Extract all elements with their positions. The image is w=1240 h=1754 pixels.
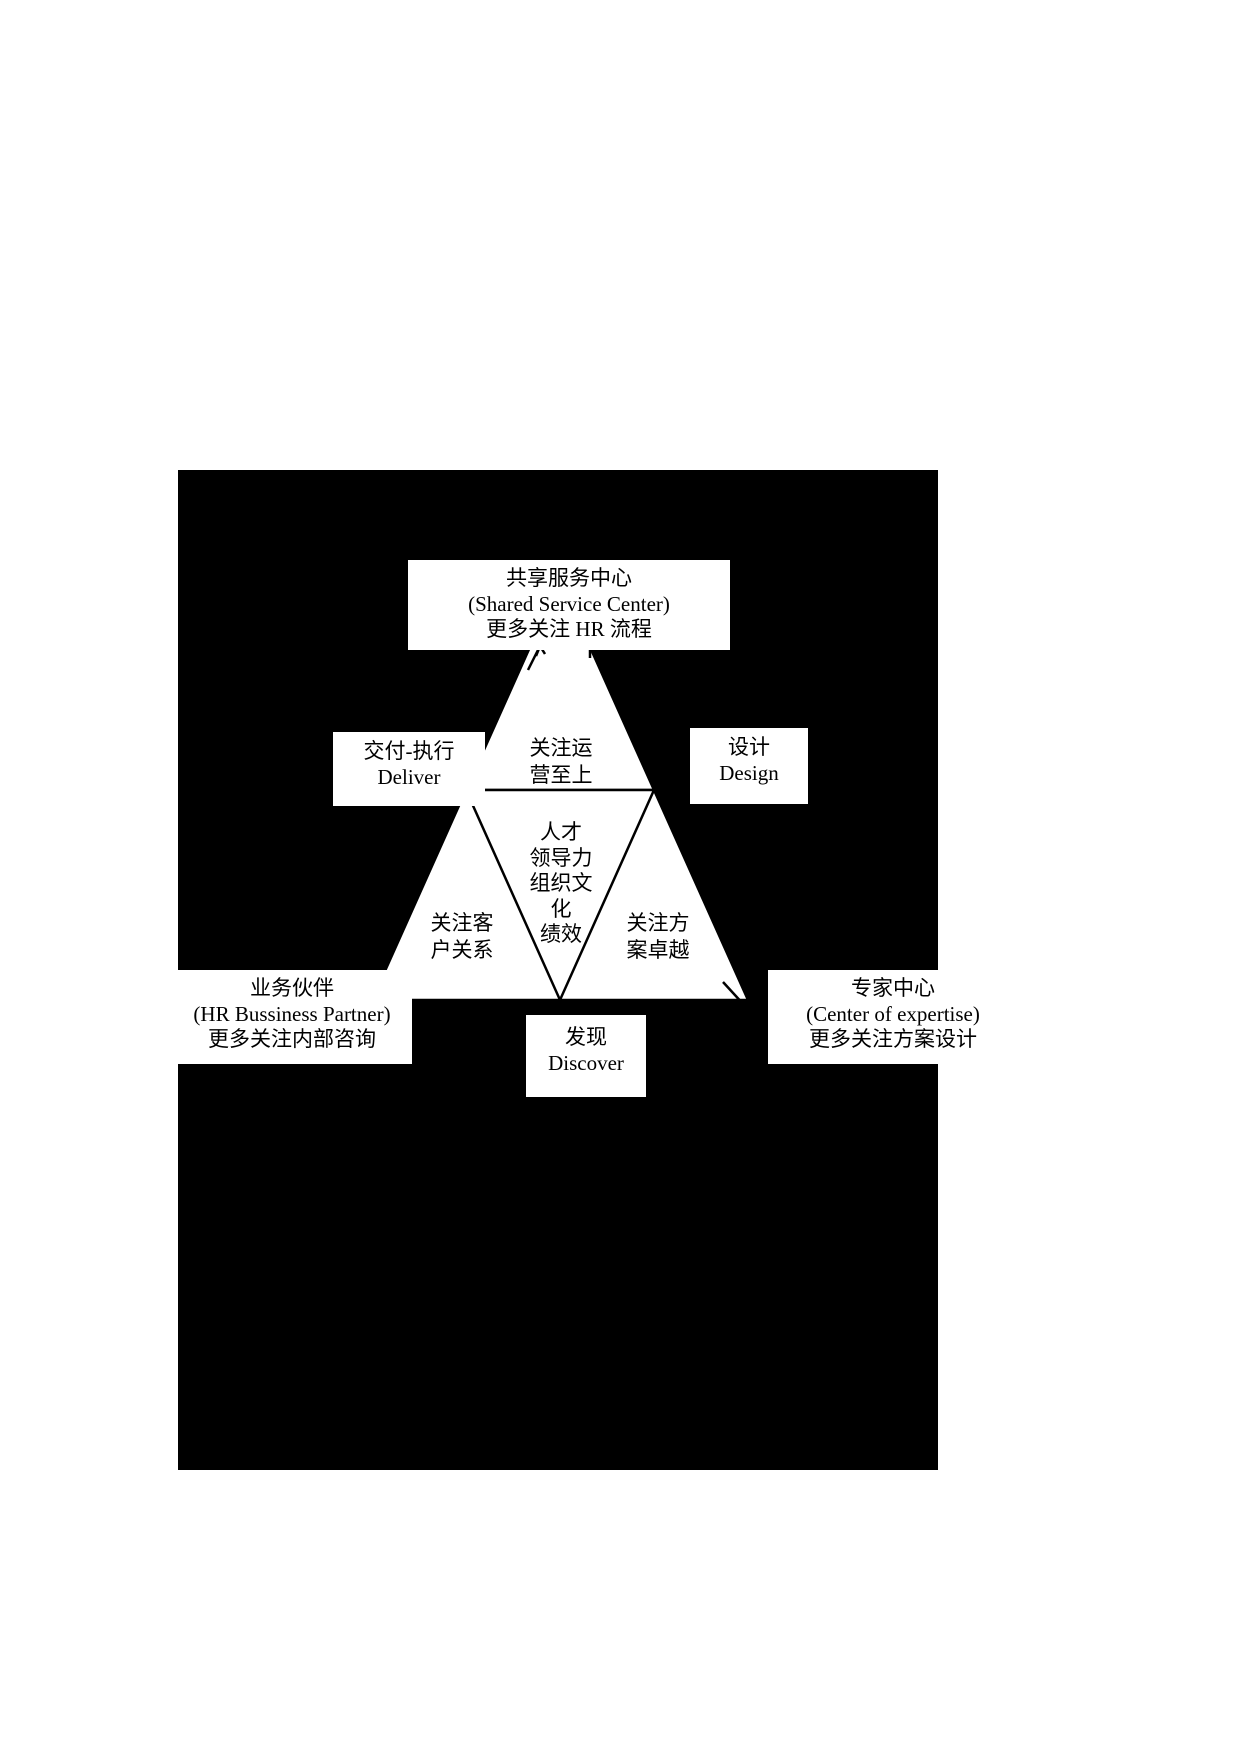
coe-title-en: (Center of expertise) [806, 1001, 980, 1026]
diagram-vector-layer [360, 576, 778, 1029]
design-title-cn: 设计 [728, 735, 770, 759]
connector-design [656, 761, 685, 809]
triangle-top-label: 关注运 营至上 [505, 735, 617, 790]
triangle-core-line4: 化 [550, 896, 572, 921]
triangle-bottom-left-line2: 户关系 [430, 938, 494, 963]
deliver-title-en: Deliver [377, 764, 441, 789]
triangle-bottom-left-line1: 关注客 [430, 911, 494, 935]
connector-coe [722, 981, 757, 1019]
triangle-core-line2: 领导力 [529, 845, 593, 870]
diagram-stage: 关注运 营至上 人才 领导力 组织文 化 绩效 关注客 户关系 关注方 案卓越 … [172, 470, 1018, 1470]
triangle-bottom-right-line1: 关注方 [626, 911, 690, 935]
callout-discover: 发现 Discover [526, 1015, 646, 1097]
ssc-title-cn: 共享服务中心 [506, 566, 632, 590]
triangle-bottom-right-label: 关注方 案卓越 [602, 910, 714, 965]
triangle-top-line1: 关注运 [529, 736, 593, 760]
triangle-top-line2: 营至上 [529, 763, 593, 788]
triangle-core-label: 人才 领导力 组织文 化 绩效 [508, 820, 614, 948]
coe-title-cn: 专家中心 [851, 976, 935, 1000]
triangle-bottom-right-line2: 案卓越 [626, 938, 690, 963]
triangle-core-line5: 绩效 [540, 922, 582, 947]
hrbp-title-en: (HR Bussiness Partner) [193, 1001, 391, 1026]
callout-center-of-expertise: 专家中心 (Center of expertise) 更多关注方案设计 [768, 970, 1018, 1064]
deliver-title-cn: 交付-执行 [363, 739, 455, 763]
discover-title-en: Discover [548, 1050, 624, 1075]
triangle-core-line3: 组织文 [529, 871, 593, 896]
hrbp-note: 更多关注内部咨询 [208, 1027, 376, 1052]
callout-deliver: 交付-执行 Deliver [333, 732, 485, 806]
callout-hr-business-partner: 业务伙伴 (HR Bussiness Partner) 更多关注内部咨询 [172, 970, 412, 1064]
callout-design: 设计 Design [690, 728, 808, 804]
connector-ssc-right [588, 645, 604, 671]
coe-note: 更多关注方案设计 [809, 1027, 977, 1052]
triangle-core-line1: 人才 [540, 820, 582, 844]
hrbp-title-cn: 业务伙伴 [250, 976, 334, 1000]
triangle-bottom-left-label: 关注客 户关系 [406, 910, 518, 965]
design-title-en: Design [719, 760, 779, 785]
discover-title-cn: 发现 [565, 1025, 607, 1049]
ssc-note: 更多关注 HR 流程 [486, 617, 652, 642]
center-inverted-triangle [464, 788, 656, 1004]
ssc-title-en: (Shared Service Center) [468, 591, 670, 616]
callout-shared-service-center: 共享服务中心 (Shared Service Center) 更多关注 HR 流… [408, 560, 730, 650]
